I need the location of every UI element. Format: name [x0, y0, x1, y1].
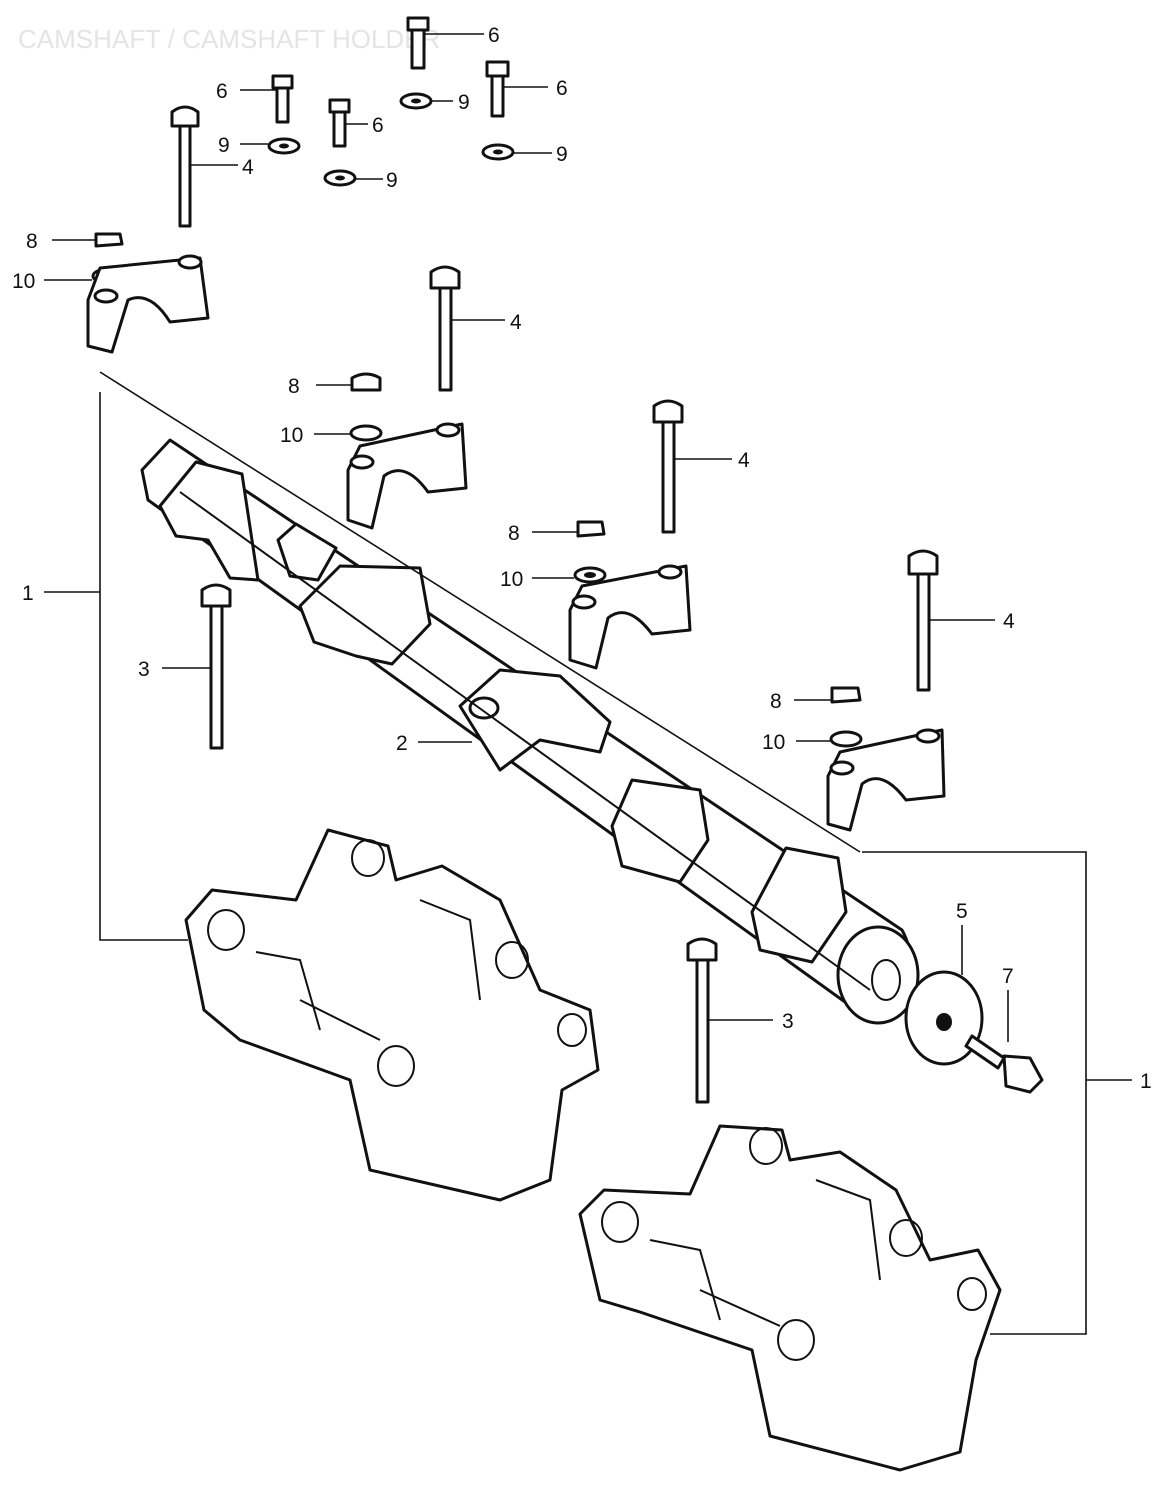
callout-10-d: 10 [762, 731, 785, 754]
camshaft [140, 438, 920, 1025]
callout-9-a: 9 [458, 91, 470, 114]
callout-10-a: 10 [12, 270, 35, 293]
bolt-4-b [429, 265, 505, 392]
holder-cap-b [346, 422, 468, 530]
bolt-6-left [240, 74, 294, 124]
callout-4-b: 4 [510, 311, 522, 334]
washer-10-d [796, 730, 863, 748]
callout-8-a: 8 [26, 230, 38, 253]
callout-1-left: 1 [22, 582, 34, 605]
nut-8-d [794, 686, 862, 704]
bolt-4-d [907, 549, 995, 692]
camshaft-holder-left [184, 828, 600, 1202]
nut-8-a [52, 232, 124, 248]
callout-3-right: 3 [782, 1010, 794, 1033]
callout-5: 5 [956, 900, 968, 923]
callout-7: 7 [1002, 965, 1014, 988]
callout-4-c: 4 [738, 449, 750, 472]
holder-cap-d [826, 728, 946, 832]
washer-10-b [314, 424, 383, 442]
callout-6-mid: 6 [372, 114, 384, 137]
nut-8-c [532, 520, 606, 538]
bolt-6-mid [328, 98, 368, 148]
washer-9-d [481, 143, 552, 161]
callout-9-b: 9 [218, 134, 230, 157]
washer-9-a [399, 92, 453, 110]
callout-4-d: 4 [1003, 610, 1015, 633]
washer-9-c [323, 169, 383, 187]
callout-6-right: 6 [556, 77, 568, 100]
bolt-4-c [652, 399, 732, 534]
nut-8-b [316, 372, 382, 392]
callout-1-right: 1 [1140, 1070, 1152, 1093]
group-bracket-right [862, 851, 1132, 1335]
watermark-title: CAMSHAFT / CAMSHAFT HOLDER [18, 24, 440, 54]
bolt-4-a [170, 105, 238, 228]
callout-10-c: 10 [500, 568, 523, 591]
group-bracket-left [44, 371, 861, 941]
callout-8-d: 8 [770, 690, 782, 713]
holder-cap-c [568, 564, 692, 670]
callout-9-d: 9 [556, 143, 568, 166]
washer-10-c [532, 566, 607, 584]
callout-8-c: 8 [508, 522, 520, 545]
camshaft-holder-right [578, 1124, 1002, 1472]
callout-4-a: 4 [242, 156, 254, 179]
bolt-6-top [406, 16, 484, 70]
callout-6-left: 6 [216, 80, 228, 103]
holder-cap-a [86, 254, 210, 354]
bolt-3-left [162, 583, 232, 750]
washer-5 [904, 925, 984, 1066]
callout-3-left: 3 [138, 658, 150, 681]
bolt-3-right [686, 937, 773, 1104]
callout-6-top: 6 [488, 24, 500, 47]
bolt-7 [964, 990, 1044, 1094]
callout-8-b: 8 [288, 375, 300, 398]
callout-9-c: 9 [386, 169, 398, 192]
bolt-6-right [485, 60, 548, 118]
callout-2: 2 [396, 732, 408, 755]
callout-10-b: 10 [280, 424, 303, 447]
washer-9-b [240, 137, 301, 155]
